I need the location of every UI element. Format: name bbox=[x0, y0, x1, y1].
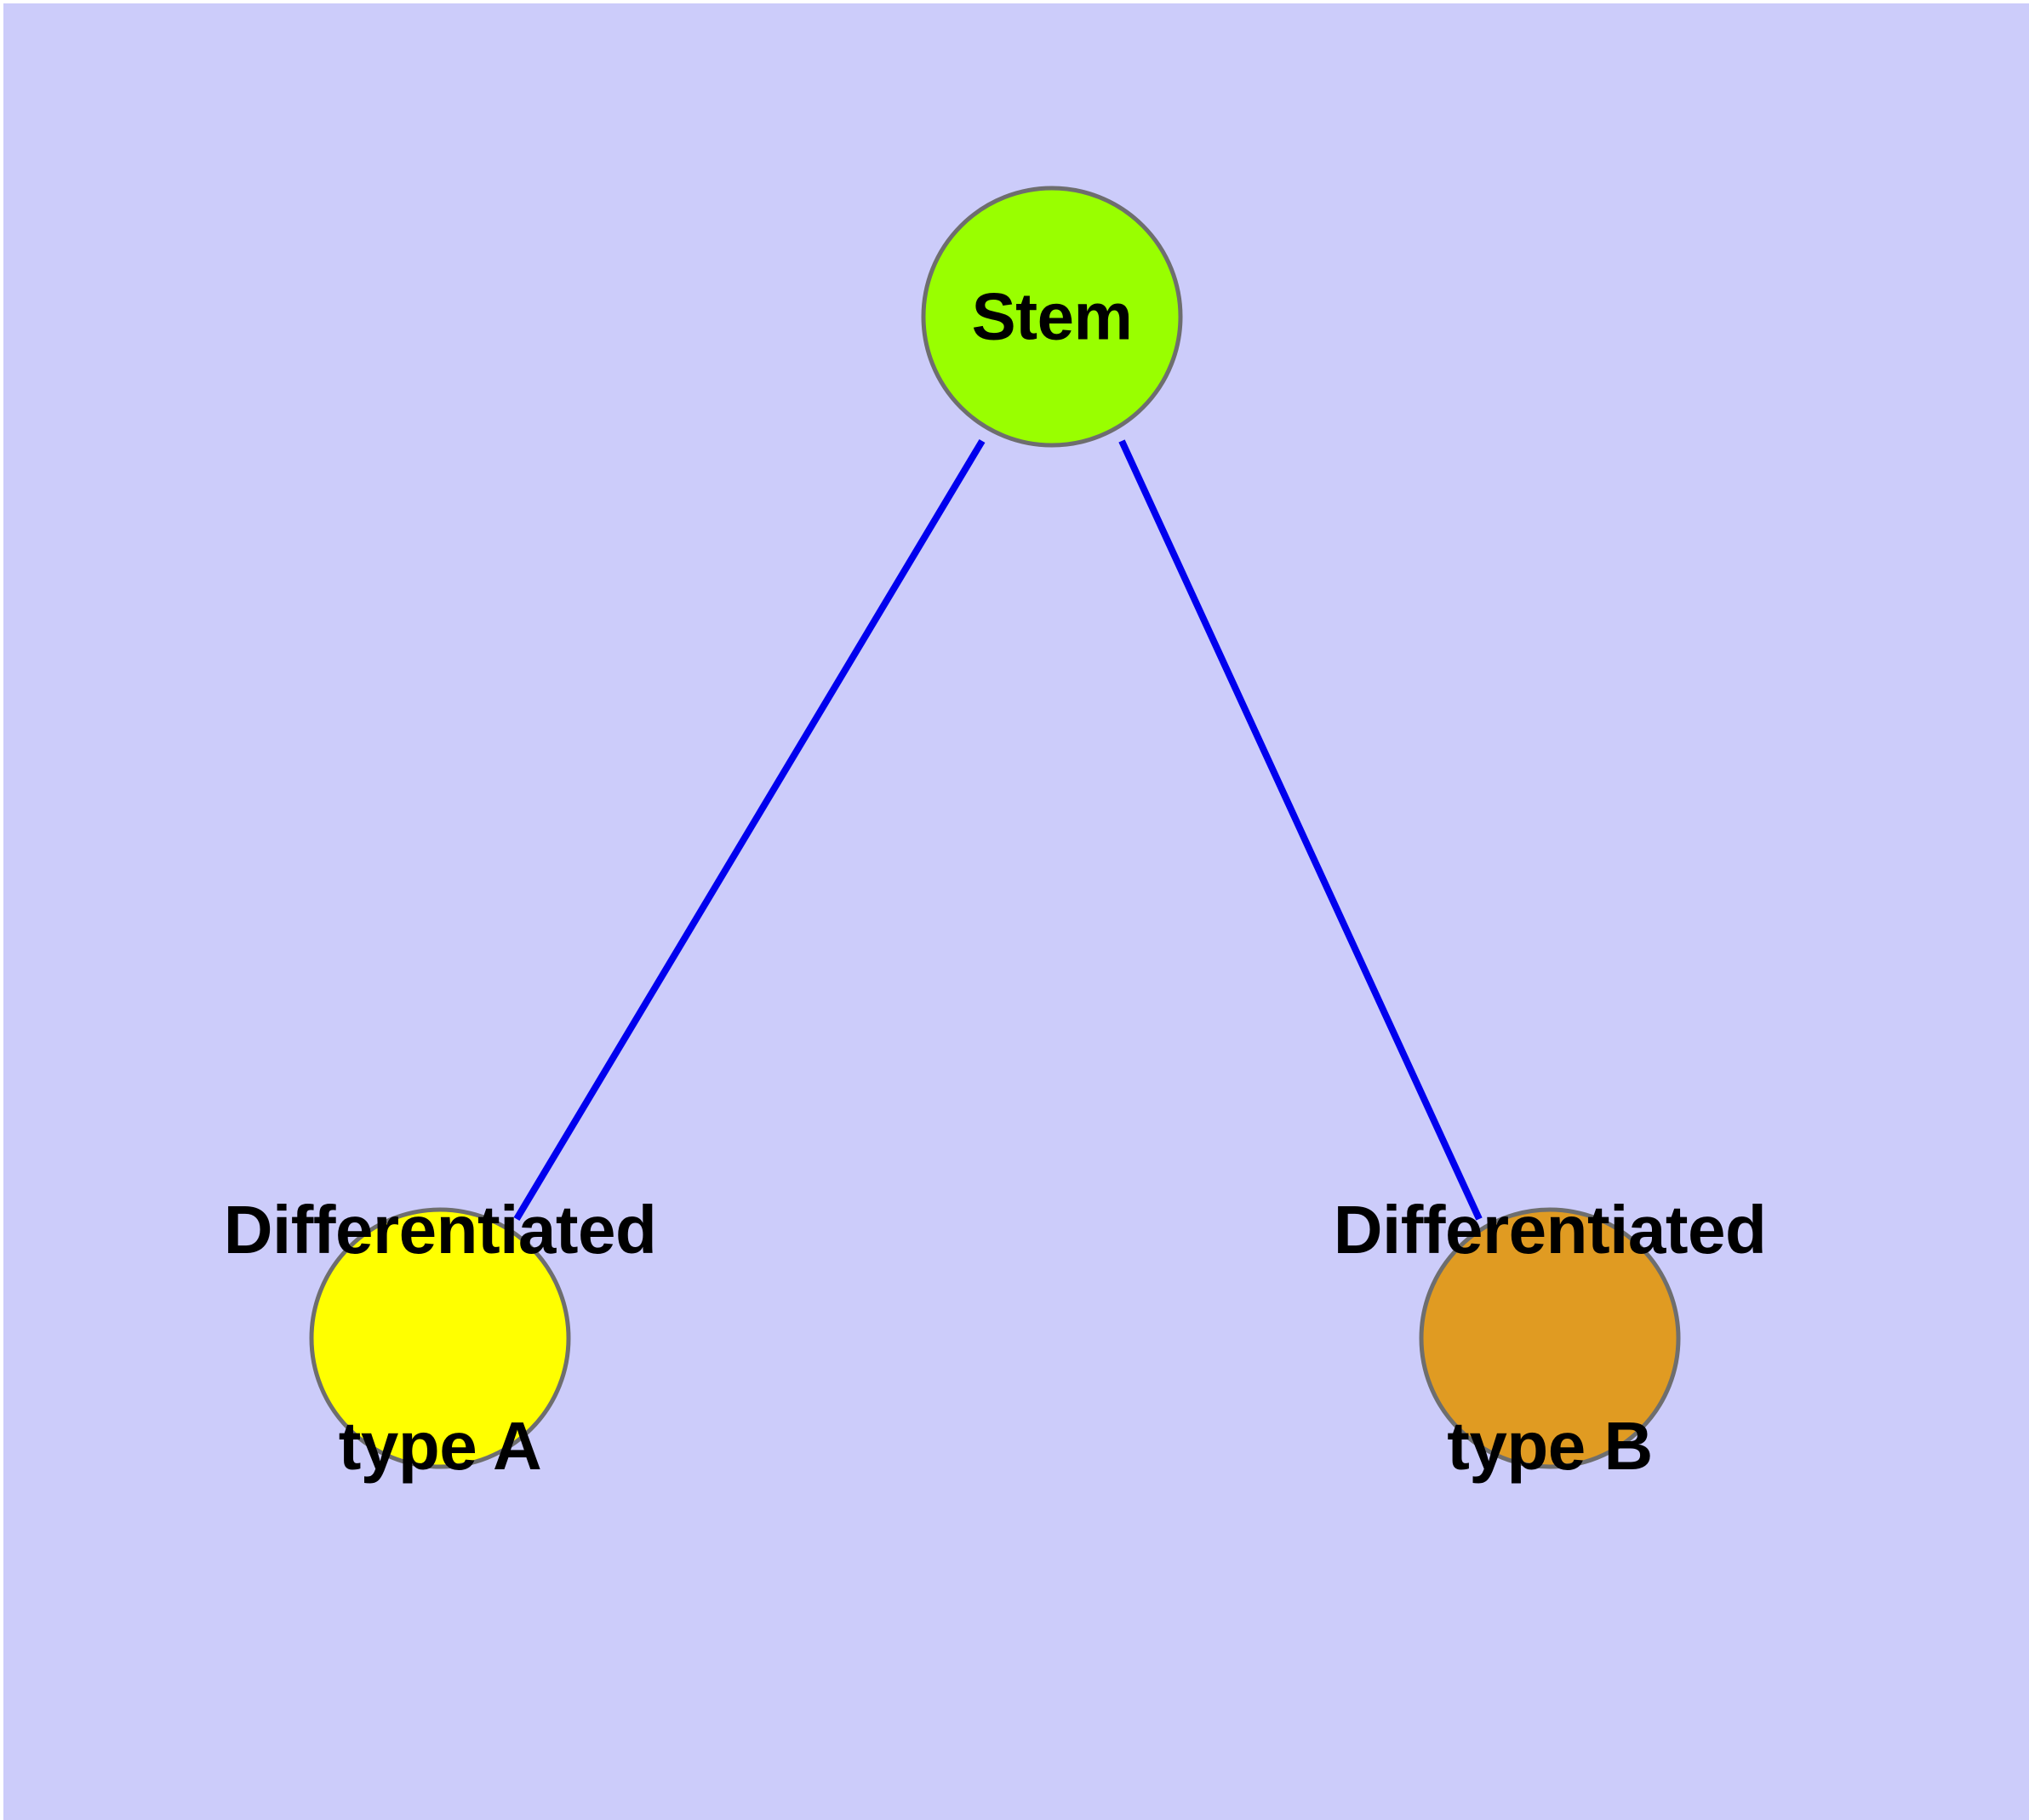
edge-stem-to-type-b bbox=[1118, 439, 1483, 1221]
node-circle-stem[interactable] bbox=[921, 186, 1183, 448]
nodes-group bbox=[309, 186, 1681, 1469]
node-circle-differentiated-type-a[interactable] bbox=[309, 1207, 571, 1469]
edge-stem-to-type-a bbox=[513, 438, 986, 1222]
node-circle-differentiated-type-b[interactable] bbox=[1419, 1207, 1681, 1469]
edges-group bbox=[513, 438, 1483, 1222]
